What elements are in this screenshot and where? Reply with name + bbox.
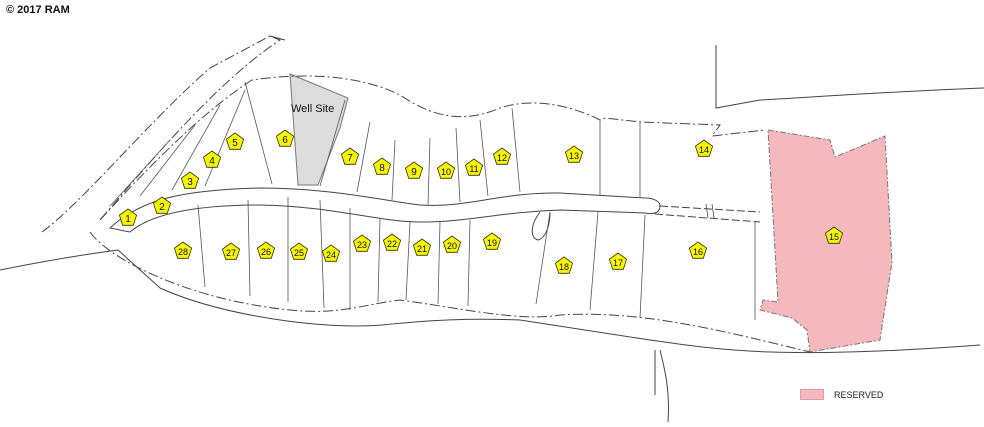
main-road	[108, 187, 761, 241]
legend-swatch	[800, 389, 824, 400]
lot-marker-shape	[694, 139, 714, 157]
lot-marker-shape	[289, 242, 309, 260]
lot-marker-19[interactable]: 19	[482, 232, 502, 250]
legend-label: RESERVED	[834, 389, 884, 400]
lot-marker-shape	[564, 145, 584, 163]
lot-number: 3	[187, 177, 193, 188]
lot-marker-shape	[372, 157, 392, 175]
lot-number: 18	[559, 262, 569, 272]
lot-dividers	[109, 81, 756, 320]
legend: RESERVED	[800, 389, 883, 400]
lot-marker-9[interactable]: 9	[404, 161, 424, 179]
lot-number: 14	[699, 145, 709, 155]
lot-marker-1[interactable]: 1	[118, 208, 138, 226]
lot-marker-12[interactable]: 12	[492, 147, 512, 165]
lot-number: 19	[487, 238, 497, 248]
lot-marker-shape	[202, 150, 222, 168]
lot-marker-shape	[436, 161, 456, 179]
lot-marker-28[interactable]: 28	[173, 241, 193, 259]
lot-marker-15[interactable]: 15	[824, 226, 844, 244]
lot-marker-shape	[688, 241, 708, 259]
lot-marker-2[interactable]: 2	[152, 196, 172, 214]
lot-marker-shape	[824, 226, 844, 244]
lot-marker-shape	[275, 129, 295, 147]
lot-marker-5[interactable]: 5	[225, 132, 245, 150]
lot-marker-shape	[321, 244, 341, 262]
lot-number: 23	[357, 240, 367, 250]
lot-number: 5	[232, 138, 238, 149]
lot-marker-shape	[442, 235, 462, 253]
lot-number: 16	[693, 247, 703, 257]
lot-number: 9	[411, 167, 417, 178]
lot-marker-20[interactable]: 20	[442, 235, 462, 253]
lot-marker-shape	[256, 241, 276, 259]
lot-marker-18[interactable]: 18	[554, 256, 574, 274]
lot-number: 27	[226, 248, 236, 258]
lot-marker-7[interactable]: 7	[340, 147, 360, 165]
lot-number: 8	[379, 163, 385, 174]
lot-number: 13	[569, 151, 579, 161]
lot-marker-shape	[404, 161, 424, 179]
lot-marker-22[interactable]: 22	[382, 233, 402, 251]
lot-number: 10	[441, 167, 451, 177]
lot-number: 15	[829, 232, 839, 242]
lot-marker-shape	[382, 233, 402, 251]
lot-number: 17	[613, 258, 623, 268]
lot-marker-shape	[554, 256, 574, 274]
lot-marker-25[interactable]: 25	[289, 242, 309, 260]
lot-number: 7	[347, 153, 353, 164]
lot-marker-shape	[180, 171, 200, 189]
lot-marker-16[interactable]: 16	[688, 241, 708, 259]
copyright-notice: © 2017 RAM	[6, 4, 70, 16]
lot-number: 28	[178, 247, 188, 257]
lot-number: 1	[125, 214, 131, 225]
lot-number: 25	[294, 248, 304, 258]
lot-marker-11[interactable]: 11	[464, 158, 484, 176]
lot-marker-shape	[482, 232, 502, 250]
lot-marker-27[interactable]: 27	[221, 242, 241, 260]
lot-number: 20	[447, 241, 457, 251]
lot-number: 2	[159, 202, 165, 213]
lot-marker-8[interactable]: 8	[372, 157, 392, 175]
lot-marker-shape	[173, 241, 193, 259]
lot-number: 21	[417, 244, 427, 254]
lot-marker-13[interactable]: 13	[564, 145, 584, 163]
lot-marker-26[interactable]: 26	[256, 241, 276, 259]
well-site-area	[289, 73, 349, 186]
lot-marker-shape	[225, 132, 245, 150]
lot-marker-21[interactable]: 21	[412, 238, 432, 256]
lot-marker-shape	[492, 147, 512, 165]
lot-marker-shape	[340, 147, 360, 165]
boundary-lines	[0, 35, 984, 423]
lot-marker-4[interactable]: 4	[202, 150, 222, 168]
lot-marker-10[interactable]: 10	[436, 161, 456, 179]
lot-number: 4	[209, 156, 215, 167]
well-site-label: Well Site	[291, 103, 334, 115]
reserved-parcel	[759, 129, 893, 353]
lot-marker-shape	[412, 238, 432, 256]
lot-number: 11	[469, 164, 478, 174]
lot-marker-3[interactable]: 3	[180, 171, 200, 189]
lot-marker-shape	[464, 158, 484, 176]
lot-marker-17[interactable]: 17	[608, 252, 628, 270]
lot-number: 24	[326, 250, 336, 260]
lot-marker-shape	[118, 208, 138, 226]
lot-marker-24[interactable]: 24	[321, 244, 341, 262]
lot-marker-shape	[152, 196, 172, 214]
lot-number: 26	[261, 247, 271, 257]
lot-marker-shape	[352, 234, 372, 252]
lot-marker-6[interactable]: 6	[275, 129, 295, 147]
lot-marker-23[interactable]: 23	[352, 234, 372, 252]
lot-marker-shape	[608, 252, 628, 270]
lot-marker-shape	[221, 242, 241, 260]
lot-number: 12	[497, 153, 507, 163]
lot-marker-14[interactable]: 14	[694, 139, 714, 157]
lot-number: 22	[387, 239, 397, 249]
lot-number: 6	[282, 135, 288, 146]
